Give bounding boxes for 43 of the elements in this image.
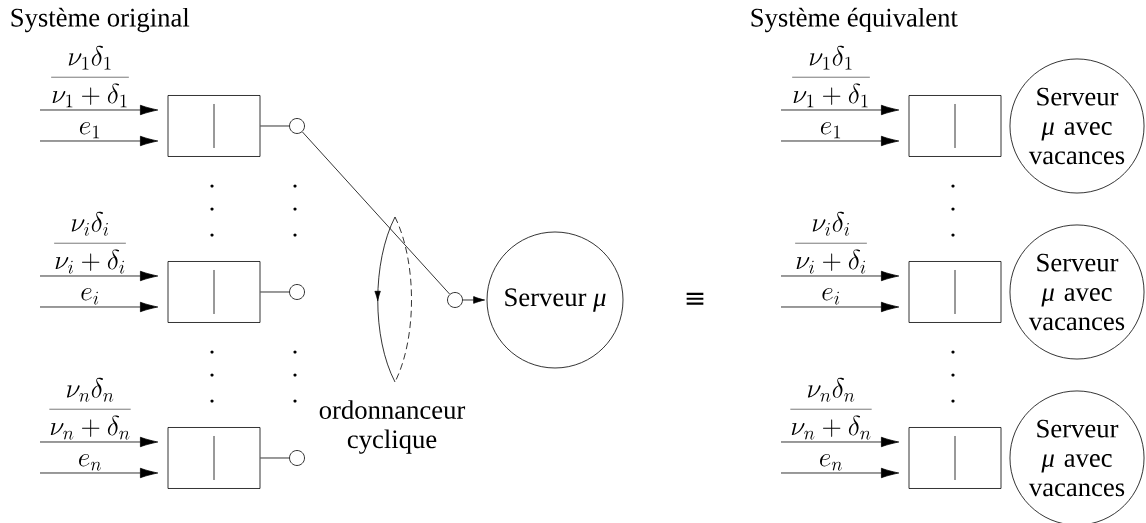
arrow — [780, 436, 900, 448]
connector-line — [301, 131, 451, 295]
edge-label: $e_1$ — [820, 121, 841, 139]
contact-circle — [289, 118, 305, 134]
edge-label: $\frac{\nu_i\delta_i}{\nu_i+\delta_i}$ — [795, 211, 867, 274]
arrow — [39, 135, 159, 147]
edge-label: $e_i$ — [822, 287, 840, 305]
edge-label: $\frac{\nu_1\delta_1}{\nu_1+\delta_1}$ — [51, 45, 129, 108]
queue-box — [908, 261, 1002, 323]
arrow — [780, 270, 900, 282]
edge-label: $\frac{\nu_1\delta_1}{\nu_1+\delta_1}$ — [792, 45, 870, 108]
queue-box — [908, 95, 1002, 157]
queue-box — [167, 261, 261, 323]
queue-box — [167, 427, 261, 489]
arrow — [39, 436, 159, 448]
arrow — [780, 301, 900, 313]
connector-line — [260, 291, 290, 293]
heading: Système original — [11, 7, 190, 33]
contact-circle — [289, 284, 305, 300]
equivalence-sign: ≡ — [686, 292, 704, 305]
contact-circle — [447, 292, 463, 308]
arrow — [39, 270, 159, 282]
arrow — [780, 467, 900, 479]
arrow — [39, 301, 159, 313]
edge-label: $e_n$ — [79, 453, 101, 471]
edge-label: $e_i$ — [81, 287, 99, 305]
contact-circle — [289, 450, 305, 466]
edge-label: $e_1$ — [79, 121, 100, 139]
connector-line — [260, 125, 290, 127]
caption-text: ordonnanceur cyclique — [319, 400, 466, 454]
arrow — [780, 135, 900, 147]
queue-box — [908, 427, 1002, 489]
arrow — [39, 467, 159, 479]
edge-label: $\frac{\nu_i\delta_i}{\nu_i+\delta_i}$ — [54, 211, 126, 274]
arrow — [780, 104, 900, 116]
edge-label: $\frac{\nu_n\delta_n}{\nu_n+\delta_n}$ — [790, 377, 872, 440]
connector-line — [260, 457, 290, 459]
queue-box — [167, 95, 261, 157]
arrow — [462, 296, 485, 304]
arrow — [39, 104, 159, 116]
edge-label: $e_n$ — [820, 453, 842, 471]
heading: Système équivalent — [751, 7, 958, 33]
edge-label: $\frac{\nu_n\delta_n}{\nu_n+\delta_n}$ — [49, 377, 131, 440]
